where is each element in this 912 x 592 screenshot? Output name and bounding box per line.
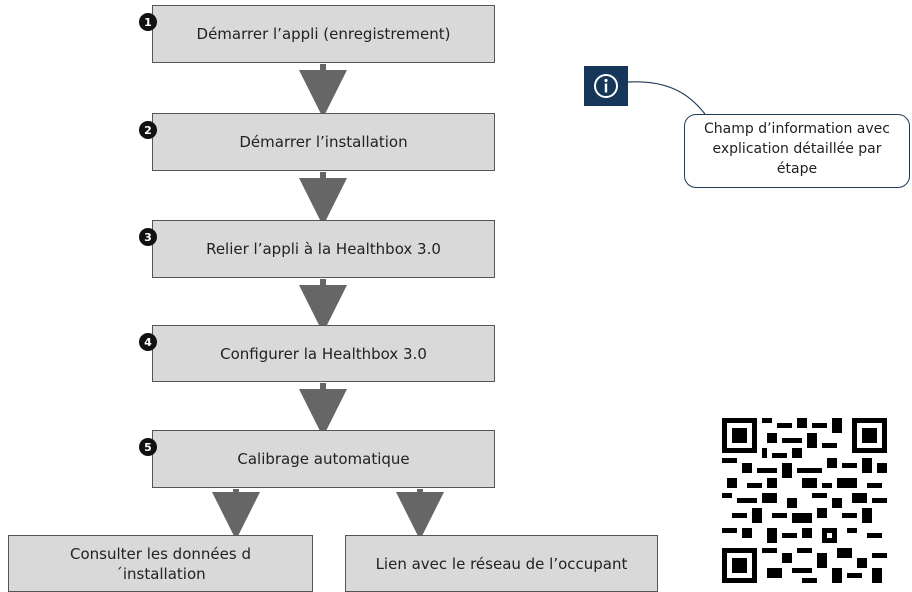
step-4-label: Configurer la Healthbox 3.0	[220, 344, 427, 363]
info-field-text: Champ d’information avec explication dét…	[704, 121, 890, 177]
step-4-badge: 4	[139, 333, 157, 351]
step-1-badge: 1	[139, 13, 157, 31]
qr-code-icon	[722, 418, 887, 583]
step-5-label: Calibrage automatique	[237, 450, 410, 468]
outcome-install-data-label: Consulter les données d´installation	[70, 544, 251, 583]
step-3-label: Relier l’appli à la Healthbox 3.0	[206, 240, 441, 258]
info-callout-line	[627, 81, 706, 115]
info-field-bubble: Champ d’information avec explication dét…	[684, 114, 910, 188]
step-1-box: Démarrer l’appli (enregistrement)	[152, 5, 495, 63]
step-2-label: Démarrer l’installation	[239, 133, 408, 151]
step-4-box: Configurer la Healthbox 3.0	[152, 325, 495, 382]
outcome-occupant-network-label: Lien avec le réseau de l’occupant	[375, 554, 628, 573]
step-2-badge: 2	[139, 121, 157, 139]
outcome-occupant-network-box: Lien avec le réseau de l’occupant	[345, 535, 658, 592]
step-1-label: Démarrer l’appli (enregistrement)	[196, 25, 451, 43]
step-3-badge: 3	[139, 228, 157, 246]
outcome-install-data-box: Consulter les données d´installation	[8, 535, 313, 592]
step-2-box: Démarrer l’installation	[152, 113, 495, 171]
step-5-box: Calibrage automatique	[152, 430, 495, 488]
info-icon	[584, 66, 628, 106]
step-5-badge: 5	[139, 438, 157, 456]
step-3-box: Relier l’appli à la Healthbox 3.0	[152, 220, 495, 278]
